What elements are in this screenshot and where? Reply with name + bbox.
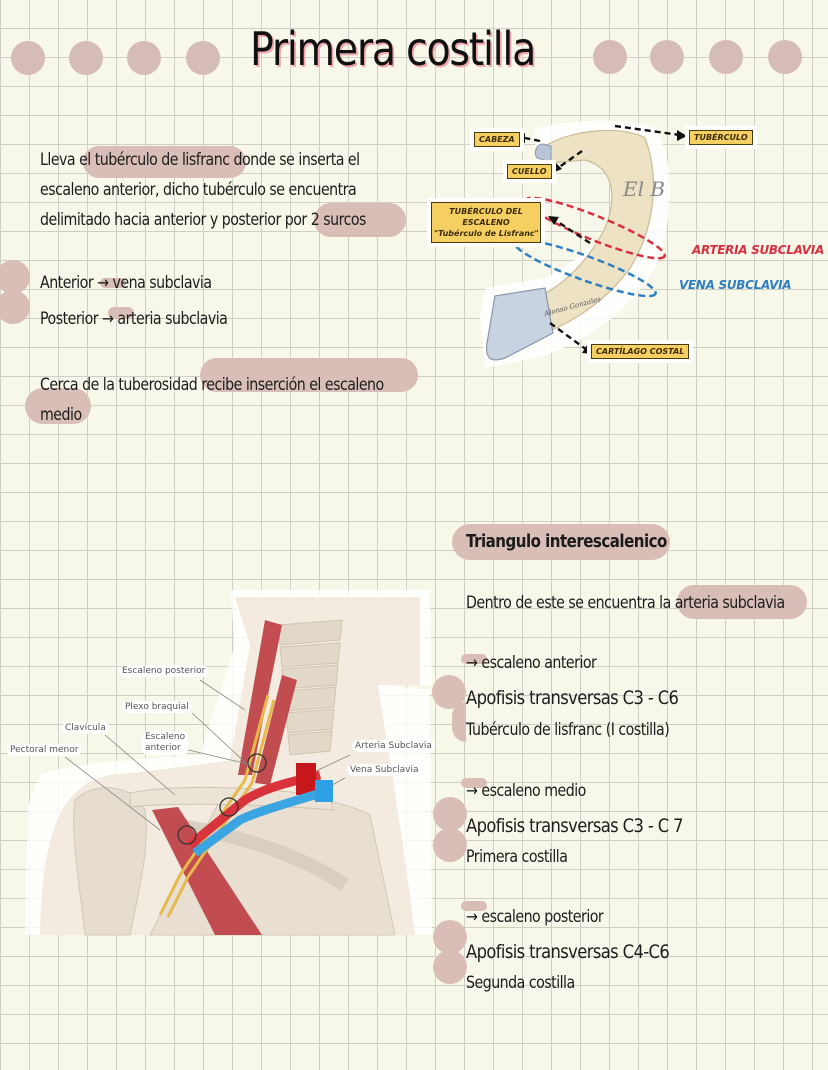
bullet-marker [433,950,467,984]
label-cuello: CUELLO [507,164,552,179]
group-medio-name: → escaleno medio [466,781,586,800]
svg-text:El B: El B [622,177,665,201]
intro-line-1: Lleva el tubérculo de lisfranc donde se … [40,150,360,169]
decorative-dot [650,40,684,74]
middle-scalene-line-2: medio [40,405,82,424]
label-vena-subclavia: VENA SUBCLAVIA [679,278,792,292]
middle-scalene-line-1: Cerca de la tuberosidad recibe inserción… [40,375,384,394]
bullet-marker [433,920,467,954]
label-plexo-braquial: Plexo braquial [122,701,192,713]
decorative-dot [127,41,161,75]
label-arteria-subclavia: Arteria Subclavia [352,740,435,752]
section-heading: Triangulo interescalenico [466,532,667,552]
label-escaleno-anterior: Escaleno anterior [142,731,189,755]
arrow-highlight [461,901,487,911]
decorative-dot [11,41,45,75]
label-tuberculo-escaleno: TUBÉRCULO DEL ESCALENO "Tubérculo de Lis… [431,202,541,243]
bullet-marker [0,290,30,324]
rib-illustration: El B Alonso Gonzales [480,120,687,368]
triangle-intro: Dentro de este se encuentra la arteria s… [466,593,785,612]
group-posterior-origin: Apofisis transversas C4-C6 [466,941,670,963]
bullet-marker [452,702,466,742]
highlight-marker [25,388,91,424]
group-medio-insertion: Primera costilla [466,847,568,866]
decorative-dot [768,40,802,74]
arrow-highlight [461,654,487,664]
label-vena-subclavia: Vena Subclavia [347,764,422,776]
first-rib-diagram: El B Alonso Gonzales CABEZA CUELLO TUBÉR… [425,118,828,373]
page-title: Primera costilla [250,22,536,76]
intro-line-3: delimitado hacia anterior y posterior po… [40,210,366,229]
group-medio-origin: Apofisis transversas C3 - C 7 [466,815,684,837]
groove-anterior: Anterior → vena subclavia [40,273,212,292]
neck-illustration [25,590,432,936]
group-anterior-insertion: Tubérculo de lisfranc (I costilla) [466,720,670,739]
groove-posterior: Posterior → arteria subclavia [40,309,228,328]
group-posterior-insertion: Segunda costilla [466,973,575,992]
label-arteria-subclavia: ARTERIA SUBCLAVIA [692,243,824,257]
decorative-dot [593,40,627,74]
label-cartilago-costal: CARTÍLAGO COSTAL [591,344,690,359]
heading-highlight [452,524,670,560]
label-tuberculo: TUBÉRCULO [689,130,753,145]
highlight-marker [677,585,807,619]
decorative-dot [709,40,743,74]
highlight-marker [314,203,406,237]
interscalene-diagram: Escaleno posterior Plexo braquial Clavíc… [0,585,440,937]
decorative-dot [69,41,103,75]
arrow-highlight [461,778,487,788]
label-cabeza: CABEZA [474,132,520,147]
bullet-marker [433,828,467,862]
highlight-marker [200,358,418,392]
group-anterior-name: → escaleno anterior [466,653,597,672]
group-anterior-origin: Apofisis transversas C3 - C6 [466,687,679,709]
label-escaleno-posterior: Escaleno posterior [119,665,209,677]
intro-line-2: escaleno anterior, dicho tubérculo se en… [40,180,357,199]
bullet-marker [0,260,30,294]
decorative-dot [186,41,220,75]
arrow-highlight [108,307,134,319]
label-clavicula: Clavícula [62,722,109,734]
label-pectoral-menor: Pectoral menor [7,744,82,756]
group-posterior-name: → escaleno posterior [466,907,604,926]
highlight-marker [83,146,246,178]
bullet-marker [433,797,467,831]
arrow-highlight [100,278,126,288]
